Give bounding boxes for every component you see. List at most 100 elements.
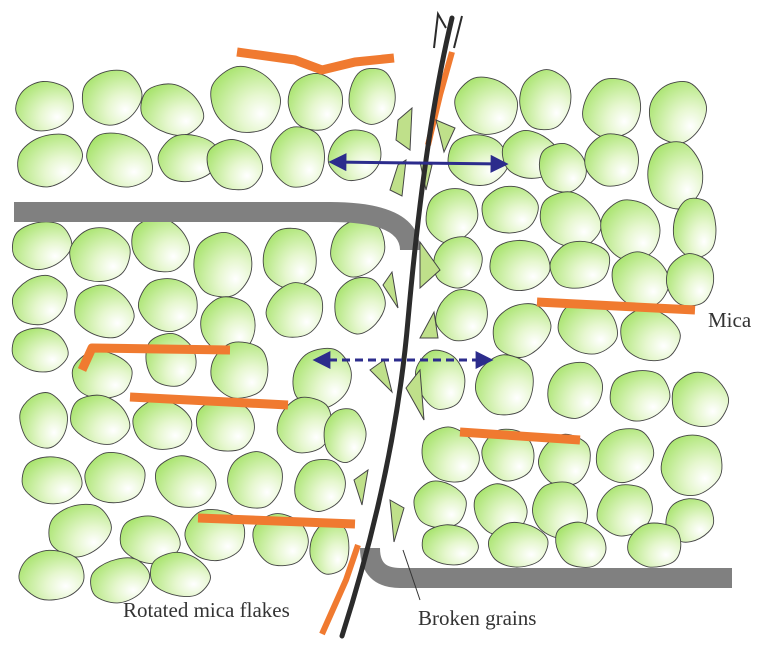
grain xyxy=(132,399,193,450)
grain xyxy=(557,301,618,355)
vein-left xyxy=(14,202,420,251)
grain xyxy=(475,354,534,416)
grain xyxy=(454,76,518,135)
broken-grain xyxy=(419,310,439,339)
grain-group xyxy=(11,65,730,604)
grain xyxy=(481,185,539,234)
grain xyxy=(270,126,325,188)
grain xyxy=(323,408,367,464)
grain xyxy=(227,451,283,509)
fault-line xyxy=(339,15,455,639)
grain xyxy=(81,69,143,126)
grain xyxy=(539,191,602,248)
grain xyxy=(519,69,572,131)
grain xyxy=(287,73,343,131)
grain xyxy=(18,549,85,601)
broken-grain xyxy=(405,368,425,421)
grain xyxy=(582,78,642,139)
grain xyxy=(413,480,467,529)
fault-group xyxy=(339,10,463,639)
grain xyxy=(609,370,671,422)
grain xyxy=(447,134,509,186)
grain xyxy=(547,361,603,419)
grain xyxy=(206,138,264,191)
grain xyxy=(330,219,386,278)
grain xyxy=(11,274,68,326)
grain xyxy=(155,455,217,508)
grain xyxy=(150,551,211,598)
grain xyxy=(48,503,112,558)
leader-line xyxy=(402,549,421,601)
grain xyxy=(595,428,655,484)
grain xyxy=(11,221,73,271)
label-rotated-mica: Rotated mica flakes xyxy=(123,598,290,622)
rotated-mica-flake xyxy=(319,544,361,636)
grain xyxy=(145,332,197,387)
grain xyxy=(131,216,190,273)
label-mica: Mica xyxy=(708,308,752,332)
grain xyxy=(17,133,83,188)
extension-arrow-solid xyxy=(328,153,509,173)
grain xyxy=(672,197,717,259)
grain xyxy=(538,433,591,486)
grain xyxy=(262,227,317,290)
grain xyxy=(435,289,488,342)
grain xyxy=(666,253,715,307)
grain xyxy=(21,456,83,505)
mica-flake xyxy=(236,47,395,75)
grain xyxy=(671,371,730,427)
grain xyxy=(549,240,611,289)
grain xyxy=(137,278,198,333)
broken-grain xyxy=(395,106,413,151)
fault-sense-arrow xyxy=(453,15,463,49)
grain xyxy=(140,83,205,137)
broken-grain xyxy=(435,119,456,154)
grain xyxy=(433,236,483,289)
broken-grain xyxy=(353,468,369,506)
grain xyxy=(584,133,639,187)
grain xyxy=(19,392,68,449)
grain xyxy=(334,276,386,335)
grain xyxy=(11,327,69,373)
grain xyxy=(195,397,255,452)
grain xyxy=(611,251,670,308)
grain xyxy=(84,452,146,504)
grain xyxy=(555,521,607,568)
grain xyxy=(276,396,333,454)
mica-flake xyxy=(536,297,696,315)
grain xyxy=(492,303,552,358)
fault-sense-arrow xyxy=(433,10,447,49)
grain xyxy=(74,284,135,339)
grain xyxy=(210,341,269,399)
grain xyxy=(193,232,253,298)
grain xyxy=(69,227,131,282)
grain xyxy=(15,81,74,132)
grain xyxy=(210,65,281,133)
grain xyxy=(265,282,324,338)
grain xyxy=(647,141,704,210)
grain xyxy=(71,350,133,400)
grain xyxy=(488,521,549,568)
vein-group xyxy=(14,202,732,588)
grain xyxy=(627,522,682,568)
grain xyxy=(648,81,707,144)
mica-flake xyxy=(77,343,231,372)
mica-flake xyxy=(459,427,581,445)
grain xyxy=(327,129,382,182)
grain xyxy=(600,199,661,261)
grain xyxy=(489,239,551,292)
grain xyxy=(90,557,151,604)
grain xyxy=(538,142,587,193)
grain xyxy=(425,188,479,244)
arrow-group xyxy=(312,153,509,369)
broken-grain xyxy=(382,270,399,309)
mica-flake xyxy=(129,392,289,410)
grain xyxy=(421,426,480,483)
grain xyxy=(309,521,350,575)
grain xyxy=(660,434,723,496)
broken-grain xyxy=(389,499,405,543)
broken-grain xyxy=(389,159,407,197)
vein-right xyxy=(360,547,732,588)
broken-grain xyxy=(369,359,393,394)
